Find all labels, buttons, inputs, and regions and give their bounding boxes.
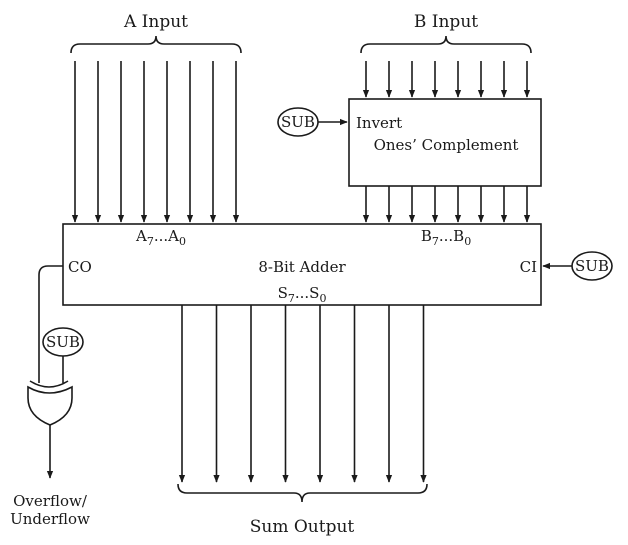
a-range-label: A7...A0	[135, 227, 186, 248]
sum-output-label: Sum Output	[250, 517, 355, 537]
adder-box	[62, 223, 542, 306]
invert-box	[348, 98, 542, 187]
s-range-label: S7...S0	[278, 284, 327, 305]
adder-title: 8-Bit Adder	[258, 258, 346, 276]
xor-gate	[27, 385, 73, 426]
underflow-label: Underflow	[10, 510, 90, 528]
ones-complement-label: Ones’ Complement	[374, 136, 519, 154]
sum-output-lines	[178, 305, 427, 483]
overflow-label: Overflow/	[13, 492, 88, 510]
b-input-brace	[360, 35, 532, 54]
xor-extra-curve	[29, 380, 69, 388]
sub-invert-label: SUB	[281, 113, 315, 131]
invert-label: Invert	[356, 114, 402, 132]
a-input-brace	[70, 35, 242, 54]
b-input-label: B Input	[414, 12, 478, 32]
sub-xor-label: SUB	[46, 333, 80, 351]
sum-output-brace	[177, 483, 428, 503]
b-range-label: B7...B0	[421, 227, 471, 248]
a-input-lines	[71, 61, 240, 223]
co-wire	[38, 265, 63, 383]
sub-ci-label: SUB	[575, 257, 609, 275]
a-input-label: A Input	[123, 12, 188, 32]
b-complement-lines	[362, 186, 531, 223]
ci-label: CI	[520, 258, 537, 276]
co-label: CO	[68, 258, 92, 276]
b-input-lines	[362, 61, 531, 98]
